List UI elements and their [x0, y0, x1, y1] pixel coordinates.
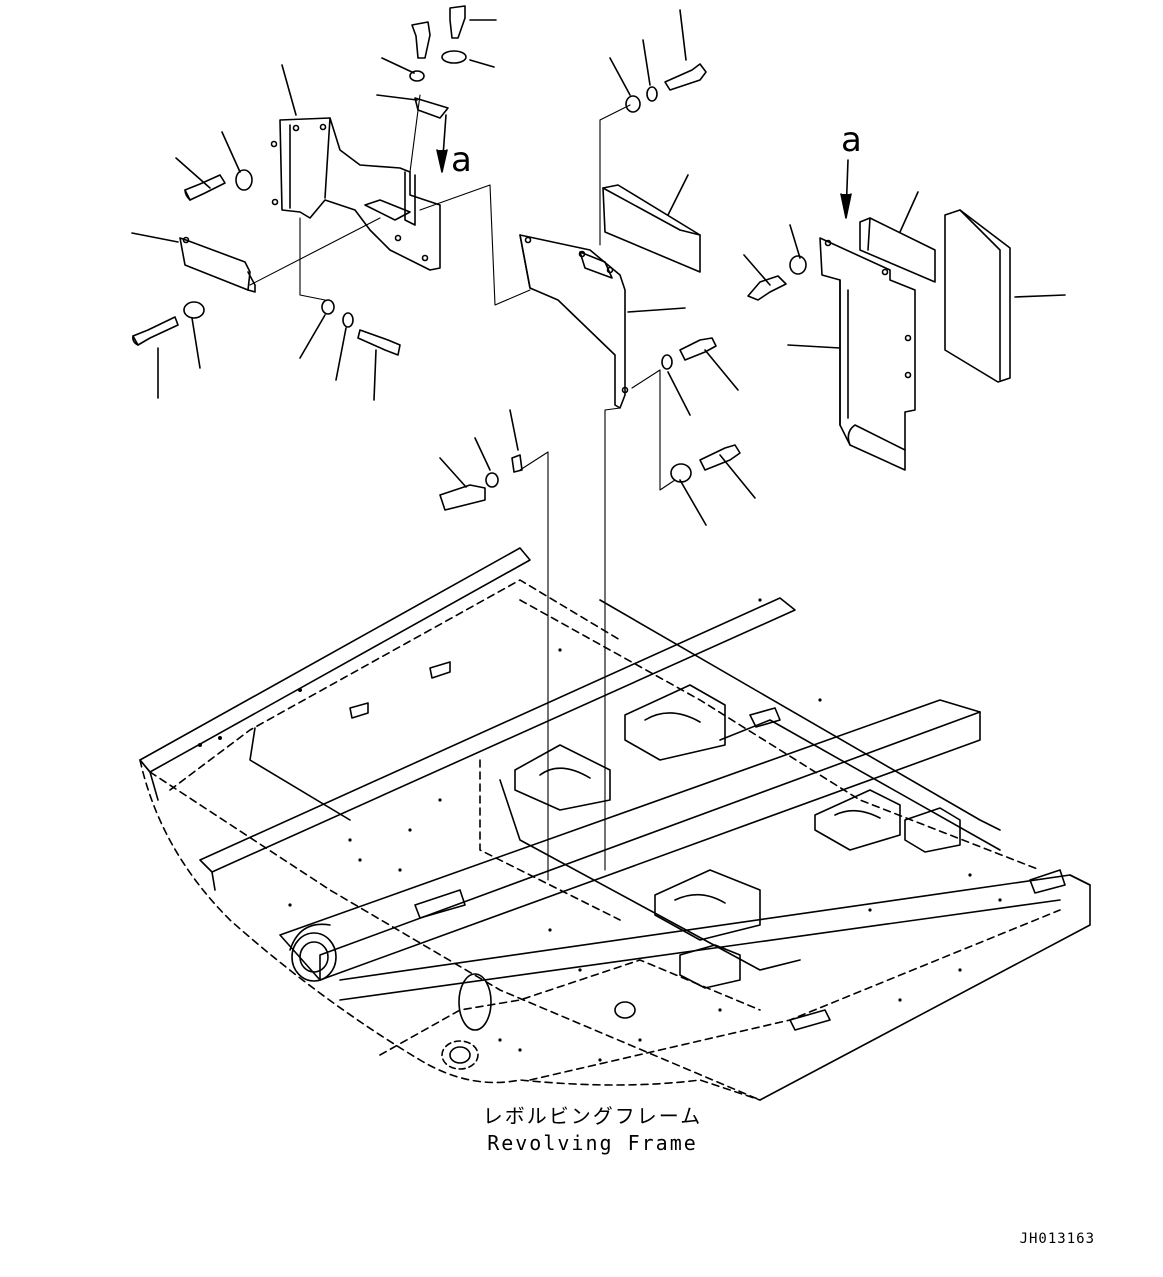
bolt-icon: [321, 299, 401, 356]
bolt-icon: [132, 301, 205, 346]
revolving-frame: [139, 547, 1091, 1101]
bolt-icon: [184, 169, 253, 201]
center-plate-assembly: [439, 9, 756, 881]
left-cover-assembly: [131, 5, 531, 401]
caption-japanese: レボルビングフレーム: [482, 1104, 703, 1128]
bolt-icon: [409, 5, 467, 119]
caption-english: Revolving Frame: [487, 1131, 698, 1155]
view-marker-a-left: a: [451, 140, 472, 180]
drawing-code: JH013163: [1019, 1231, 1095, 1247]
right-cover-assembly: [743, 159, 1066, 471]
view-marker-a-right: a: [841, 120, 862, 160]
